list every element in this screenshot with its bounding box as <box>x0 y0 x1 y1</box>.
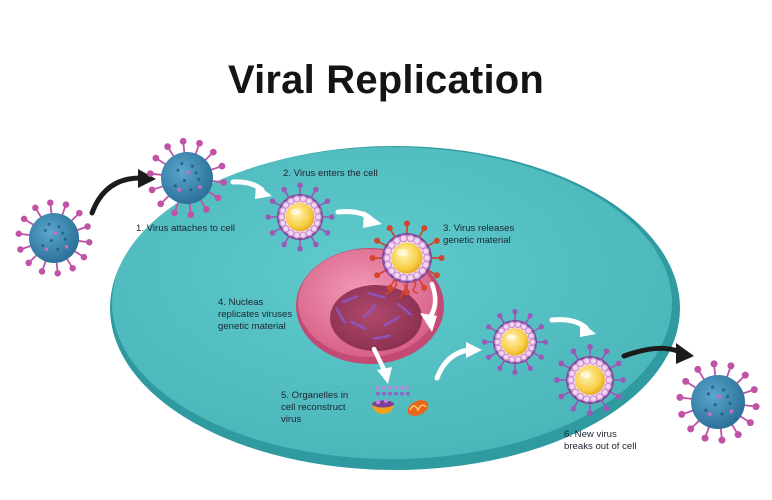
protein-fragments <box>376 386 410 396</box>
organelle-bowl <box>372 399 394 414</box>
arrow-step2-to-3-head <box>363 211 382 228</box>
virus-assembled <box>482 309 548 375</box>
step-5-line: 5. Organelles in <box>281 390 348 401</box>
step-6-line: breaks out of cell <box>564 441 637 452</box>
arrow-organelles-to-new-virus-head <box>466 342 482 358</box>
mitochondrion <box>407 400 429 416</box>
organelles <box>372 386 429 416</box>
step-4-line: replicates viruses <box>218 309 292 320</box>
arrows <box>89 169 694 384</box>
arrow-new-virus-to-exit-head <box>580 321 596 337</box>
virus-entering <box>265 182 335 252</box>
step-2-label: 2. Virus enters the cell <box>283 168 378 179</box>
step-1-label: 1. Virus attaches to cell <box>136 223 235 234</box>
step-4-line: genetic material <box>218 321 286 332</box>
step-6-line: 6. New virus <box>564 429 617 440</box>
diagram-title: Viral Replication <box>227 58 545 102</box>
arrow-organelles-to-new-virus <box>434 347 471 381</box>
rna-strands <box>335 291 412 341</box>
step-1-line: 1. Virus attaches to cell <box>136 223 235 234</box>
step-3-line: 3. Virus releases <box>443 223 514 234</box>
arrow-nucleus-to-organelles-head <box>377 367 392 384</box>
viruses <box>15 137 760 444</box>
arrow-release-head <box>676 343 694 364</box>
virus-attaching <box>146 137 228 219</box>
virus-releasing <box>369 220 445 299</box>
nucleolus <box>330 285 422 351</box>
step-4-label: 4. Nucleas replicates viruses genetic ma… <box>218 297 295 332</box>
step-5-line: cell reconstruct <box>281 402 346 413</box>
step-5-line: virus <box>281 414 301 425</box>
step-3-line: genetic material <box>443 235 511 246</box>
virus-outside <box>15 199 93 277</box>
virus-breaking-out <box>554 344 626 416</box>
arrow-step3-to-nucleus-head <box>420 313 437 332</box>
step-3-label: 3. Virus releases genetic material <box>443 223 517 246</box>
step-4-line: 4. Nucleas <box>218 297 264 308</box>
step-2-line: 2. Virus enters the cell <box>283 168 378 179</box>
arrow-step1-to-2-head <box>255 184 272 199</box>
step-6-label: 6. New virus breaks out of cell <box>564 429 637 452</box>
step-5-label: 5. Organelles in cell reconstruct virus <box>281 390 351 425</box>
arrow-approach-head <box>138 169 156 188</box>
virus-released <box>676 360 760 444</box>
arrow-approach <box>89 175 143 216</box>
